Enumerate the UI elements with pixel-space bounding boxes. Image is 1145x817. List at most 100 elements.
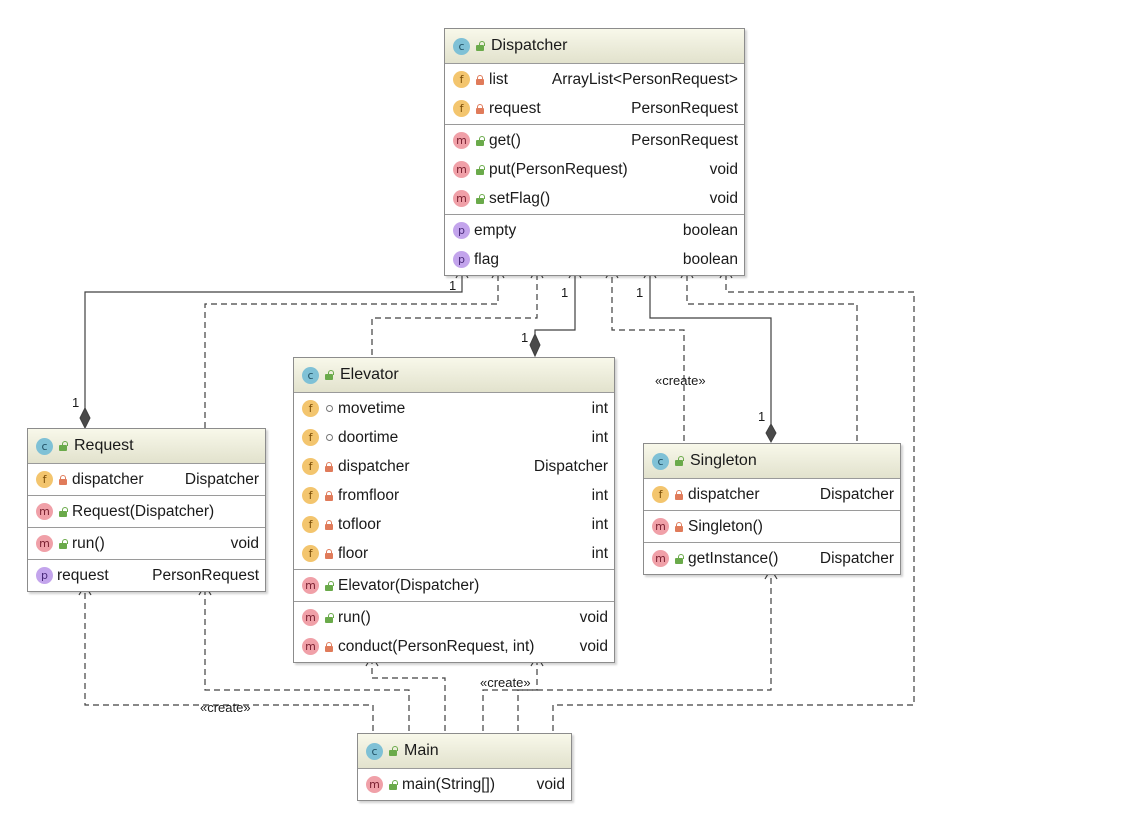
- public-icon: [475, 193, 485, 204]
- multiplicity-label: 1: [449, 278, 457, 293]
- member-name: Request(Dispatcher): [72, 502, 215, 520]
- property-icon: p: [453, 251, 470, 268]
- class-icon: c: [302, 366, 319, 384]
- edge-singleton-create: [611, 268, 685, 441]
- property-icon: p: [36, 567, 53, 584]
- member-type: void: [536, 775, 565, 793]
- public-icon: [674, 456, 684, 466]
- package-private-icon: [324, 433, 334, 443]
- multiplicity-label: 1: [758, 409, 766, 424]
- private-icon: [674, 489, 684, 500]
- member-type: int: [591, 399, 608, 417]
- class-header: c Main: [358, 734, 571, 769]
- public-icon: [58, 538, 68, 549]
- field-icon: f: [302, 545, 319, 562]
- public-icon: [324, 612, 334, 623]
- public-icon: [475, 41, 485, 51]
- member-name: dispatcher: [72, 470, 144, 488]
- field-icon: f: [302, 458, 319, 475]
- member-type: PersonRequest: [631, 131, 738, 149]
- field-row[interactable]: f list ArrayList<PersonRequest>: [445, 65, 744, 94]
- edge-singleton-dispatcher: [649, 268, 772, 424]
- method-icon: m: [302, 638, 319, 655]
- edge-elevator-dispatcher: [534, 268, 576, 334]
- class-icon: c: [453, 37, 470, 55]
- multiplicity-label: 1: [561, 285, 569, 300]
- member-name: request: [489, 99, 541, 117]
- member-name: dispatcher: [338, 457, 410, 475]
- multiplicity-label: 1: [72, 395, 80, 410]
- member-type: boolean: [682, 250, 738, 268]
- member-type: int: [591, 428, 608, 446]
- private-icon: [324, 461, 334, 472]
- static-field-icon: f: [302, 429, 319, 446]
- member-type: ArrayList<PersonRequest>: [551, 70, 738, 88]
- method-icon: m: [302, 609, 319, 626]
- public-icon: [475, 135, 485, 146]
- field-icon: f: [453, 71, 470, 88]
- member-name: dispatcher: [688, 485, 760, 503]
- member-name: put(PersonRequest): [489, 160, 628, 178]
- static-method-icon: m: [652, 550, 669, 567]
- edge-main-dispatcher: [552, 268, 915, 731]
- member-type: int: [591, 544, 608, 562]
- member-type: Dispatcher: [184, 470, 259, 488]
- member-name: floor: [338, 544, 369, 562]
- member-type: int: [591, 515, 608, 533]
- method-icon: m: [36, 535, 53, 552]
- create-stereotype: «create»: [200, 700, 251, 715]
- field-icon: f: [302, 516, 319, 533]
- class-header: c Request: [28, 429, 265, 464]
- field-row[interactable]: f floor int: [294, 539, 614, 568]
- private-icon: [58, 474, 68, 485]
- method-icon: m: [302, 577, 319, 594]
- public-icon: [58, 506, 68, 517]
- member-name: list: [489, 70, 508, 88]
- property-icon: p: [453, 222, 470, 239]
- edge-singleton-dispatcher-dep: [686, 268, 858, 441]
- member-name: movetime: [338, 399, 406, 417]
- private-icon: [324, 519, 334, 530]
- method-icon: m: [453, 132, 470, 149]
- class-header: c Elevator: [294, 358, 614, 393]
- member-type: void: [579, 608, 608, 626]
- class-name: Request: [74, 437, 134, 454]
- member-name: main(String[]): [402, 775, 496, 793]
- class-name: Elevator: [340, 366, 399, 383]
- edge-main-request-dep: [204, 585, 410, 731]
